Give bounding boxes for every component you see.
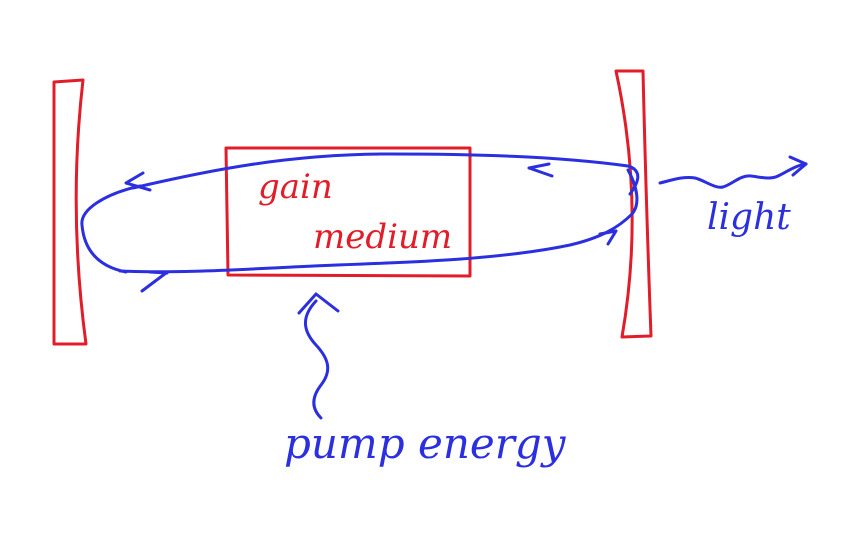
pump-energy-wave	[304, 299, 330, 420]
pump-energy-arrow	[297, 292, 340, 420]
gain-medium-rectangle	[224, 146, 472, 278]
output-light-arrowhead	[788, 155, 808, 177]
lower-beam-path	[118, 168, 639, 274]
light-label: light	[707, 197, 791, 238]
beam-arrows	[124, 162, 618, 293]
gain-medium-box	[224, 146, 472, 278]
output-light-arrow	[658, 155, 808, 189]
lower-left-arrow	[140, 270, 169, 293]
left-return-path	[80, 184, 142, 274]
lower-right-arrow	[598, 229, 618, 246]
gain-label: gain	[258, 167, 333, 207]
medium-label: medium	[313, 217, 452, 257]
pump-energy-label: pump energy	[284, 419, 567, 468]
right-mirror-outline	[614, 69, 653, 339]
upper-beam-path	[131, 152, 640, 196]
left-mirror	[52, 78, 88, 346]
light-loop	[80, 152, 640, 274]
upper-right-arrow	[527, 162, 554, 178]
upper-left-arrow	[124, 171, 152, 192]
right-mirror	[614, 69, 653, 339]
output-light-wave	[658, 162, 808, 189]
pump-energy-arrowhead	[297, 292, 340, 315]
left-mirror-outline	[52, 78, 88, 346]
